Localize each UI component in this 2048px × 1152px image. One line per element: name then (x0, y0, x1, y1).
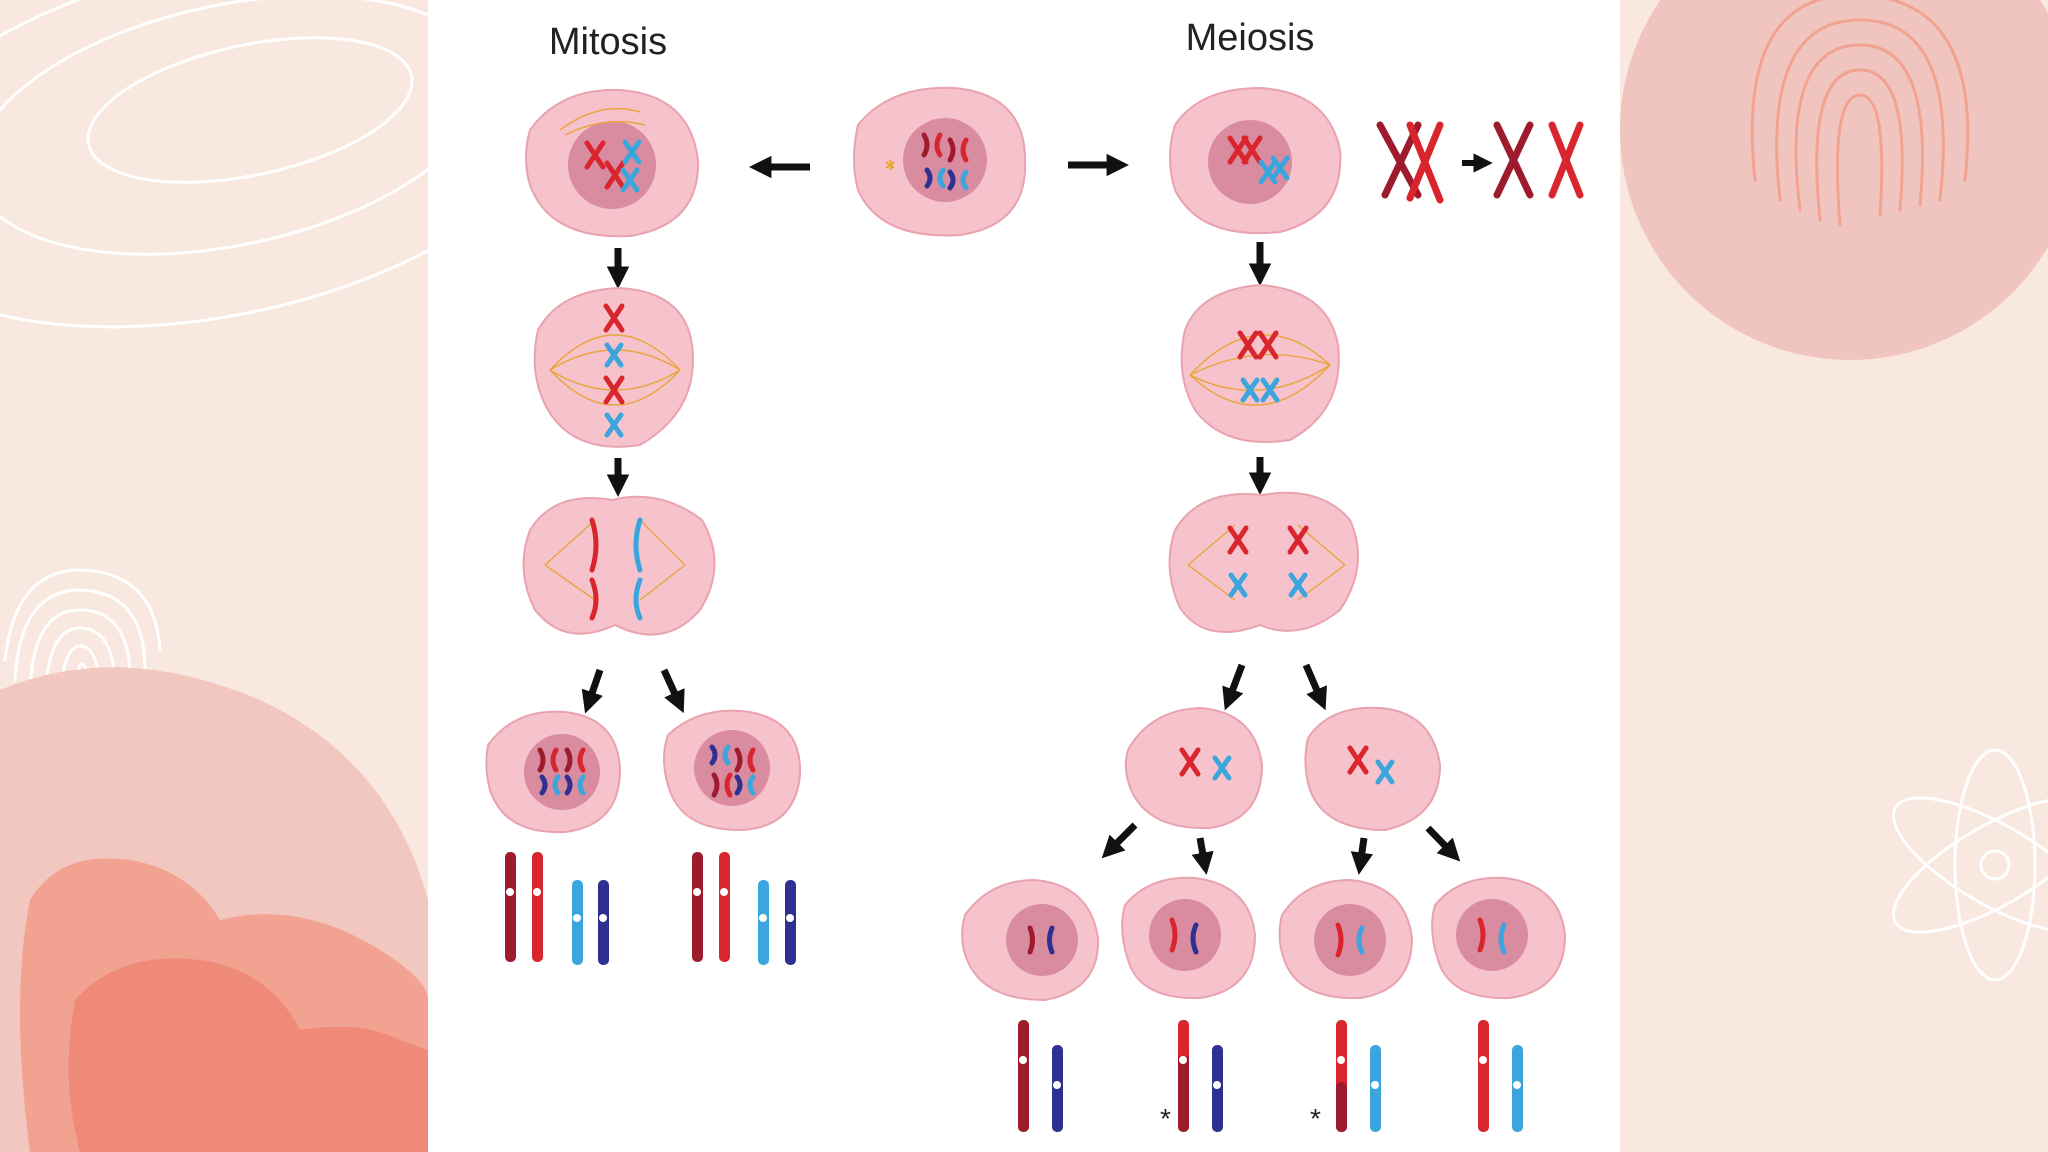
crossing-over-illustration (1376, 121, 1584, 204)
gamete-cell-3 (1278, 878, 1414, 1000)
meiosis-arrow-8 (1425, 825, 1461, 862)
mitosis-arrow-3 (581, 668, 604, 714)
left-decoration-panel (0, 0, 576, 1152)
flow-arrows (581, 153, 1461, 875)
mitosis-daughter-cell-1 (485, 710, 622, 834)
mitosis-anaphase-cell (522, 495, 716, 636)
mitosis-karyotype-2 (692, 852, 796, 965)
atom-icon (1891, 748, 2048, 982)
gamete-karyotype-2: * (1160, 1020, 1223, 1134)
mitosis-metaphase-cell (533, 286, 694, 448)
parent-cell (853, 86, 1027, 237)
crossover-marker: * (1310, 1103, 1321, 1134)
meiosis-ii-cell-1 (1124, 706, 1264, 830)
crossover-marker: * (1160, 1103, 1171, 1134)
meiosis-prophase-i-cell (1169, 86, 1342, 235)
meiosis-ii-cell-2 (1304, 706, 1442, 832)
mitosis-daughter-cell-2 (663, 709, 802, 832)
gamete-karyotype-4 (1478, 1020, 1523, 1132)
meiosis-arrow-5 (1101, 822, 1138, 859)
gamete-cell-1 (961, 878, 1100, 1002)
mitosis-karyotype-1 (505, 852, 609, 965)
gamete-karyotype-1 (1018, 1020, 1063, 1132)
meiosis-arrow-6 (1191, 837, 1214, 875)
right-decoration-panel (1620, 0, 2048, 1152)
meiosis-metaphase-i-cell (1180, 283, 1340, 443)
mitosis-prophase-cell (525, 88, 700, 238)
gamete-cell-4 (1431, 876, 1567, 1000)
coral-blobs (0, 667, 429, 1152)
meiosis-arrow-3 (1222, 663, 1246, 711)
meiosis-anaphase-i-cell (1168, 491, 1359, 633)
gamete-karyotype-3: * (1310, 1020, 1381, 1134)
mitosis-title: Mitosis (549, 21, 667, 63)
fingerprint-circle (1620, 0, 2048, 360)
mitosis-arrow-4 (660, 668, 685, 714)
meiosis-arrow-4 (1302, 663, 1327, 711)
meiosis-arrow-7 (1350, 837, 1373, 875)
gamete-cell-2 (1121, 876, 1257, 1000)
meiosis-title: Meiosis (1186, 17, 1315, 59)
